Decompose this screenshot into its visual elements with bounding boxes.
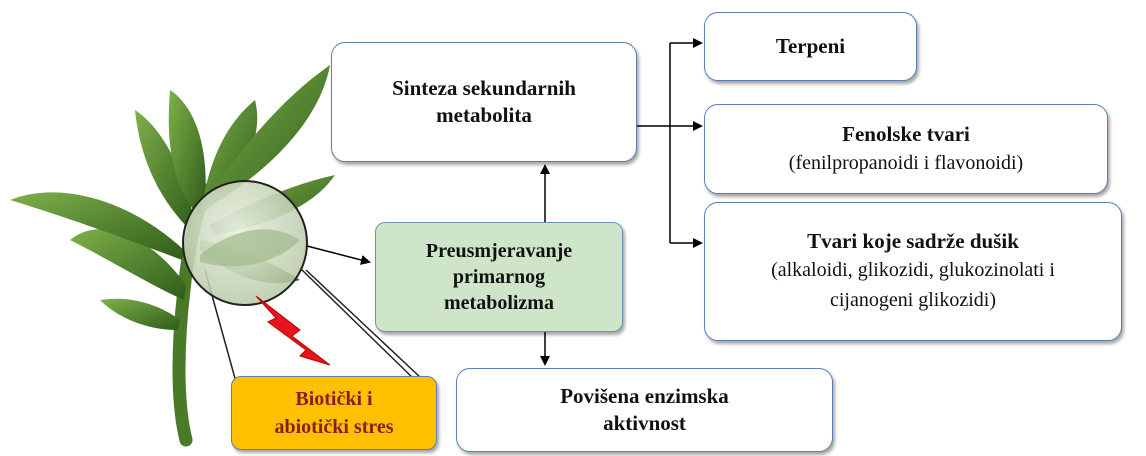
magnifier-icon <box>182 180 422 383</box>
terpenes-title: Terpeni <box>775 34 846 58</box>
nitrogen-title: Tvari koje sadrže dušik <box>807 229 1019 253</box>
plant-leaf <box>202 100 258 210</box>
nitrogen-box: Tvari koje sadrže dušik (alkaloidi, glik… <box>704 202 1122 341</box>
plant-leaf <box>70 229 186 300</box>
enzyme-box: Povišena enzimska aktivnost <box>456 368 833 452</box>
stress-title: Biotički i abiotički stres <box>274 388 394 438</box>
lightning-icon <box>255 295 331 366</box>
terpenes-box: Terpeni <box>704 12 917 81</box>
redirect-title: Preusmjeravanje primarnog metabolizma <box>425 240 573 314</box>
plant-leaf <box>135 110 194 230</box>
plant-leaf <box>10 192 184 260</box>
phenolic-title: Fenolske tvari <box>842 121 970 146</box>
plant-leaf <box>168 90 206 215</box>
phenolic-box: Fenolske tvari (fenilpropanoidi i flavon… <box>704 104 1108 194</box>
synthesis-title: Sinteza sekundarnih metabolita <box>392 76 576 127</box>
plant-illustration <box>10 65 335 447</box>
stress-box: Biotički i abiotički stres <box>231 376 437 450</box>
magnified-leaf <box>200 229 300 267</box>
redirect-box: Preusmjeravanje primarnog metabolizma <box>375 222 623 332</box>
plant-leaf <box>100 298 180 330</box>
nitrogen-detail: (alkaloidi, glikozidi, glukozinolati i c… <box>771 259 1055 311</box>
enzyme-title: Povišena enzimska aktivnost <box>560 384 729 435</box>
connectors <box>306 38 703 366</box>
phenolic-detail: (fenilpropanoidi i flavonoidi) <box>788 151 1024 174</box>
synthesis-box: Sinteza sekundarnih metabolita <box>331 42 637 162</box>
arrow-from-lens <box>306 245 371 265</box>
plant-leaf <box>206 65 330 205</box>
